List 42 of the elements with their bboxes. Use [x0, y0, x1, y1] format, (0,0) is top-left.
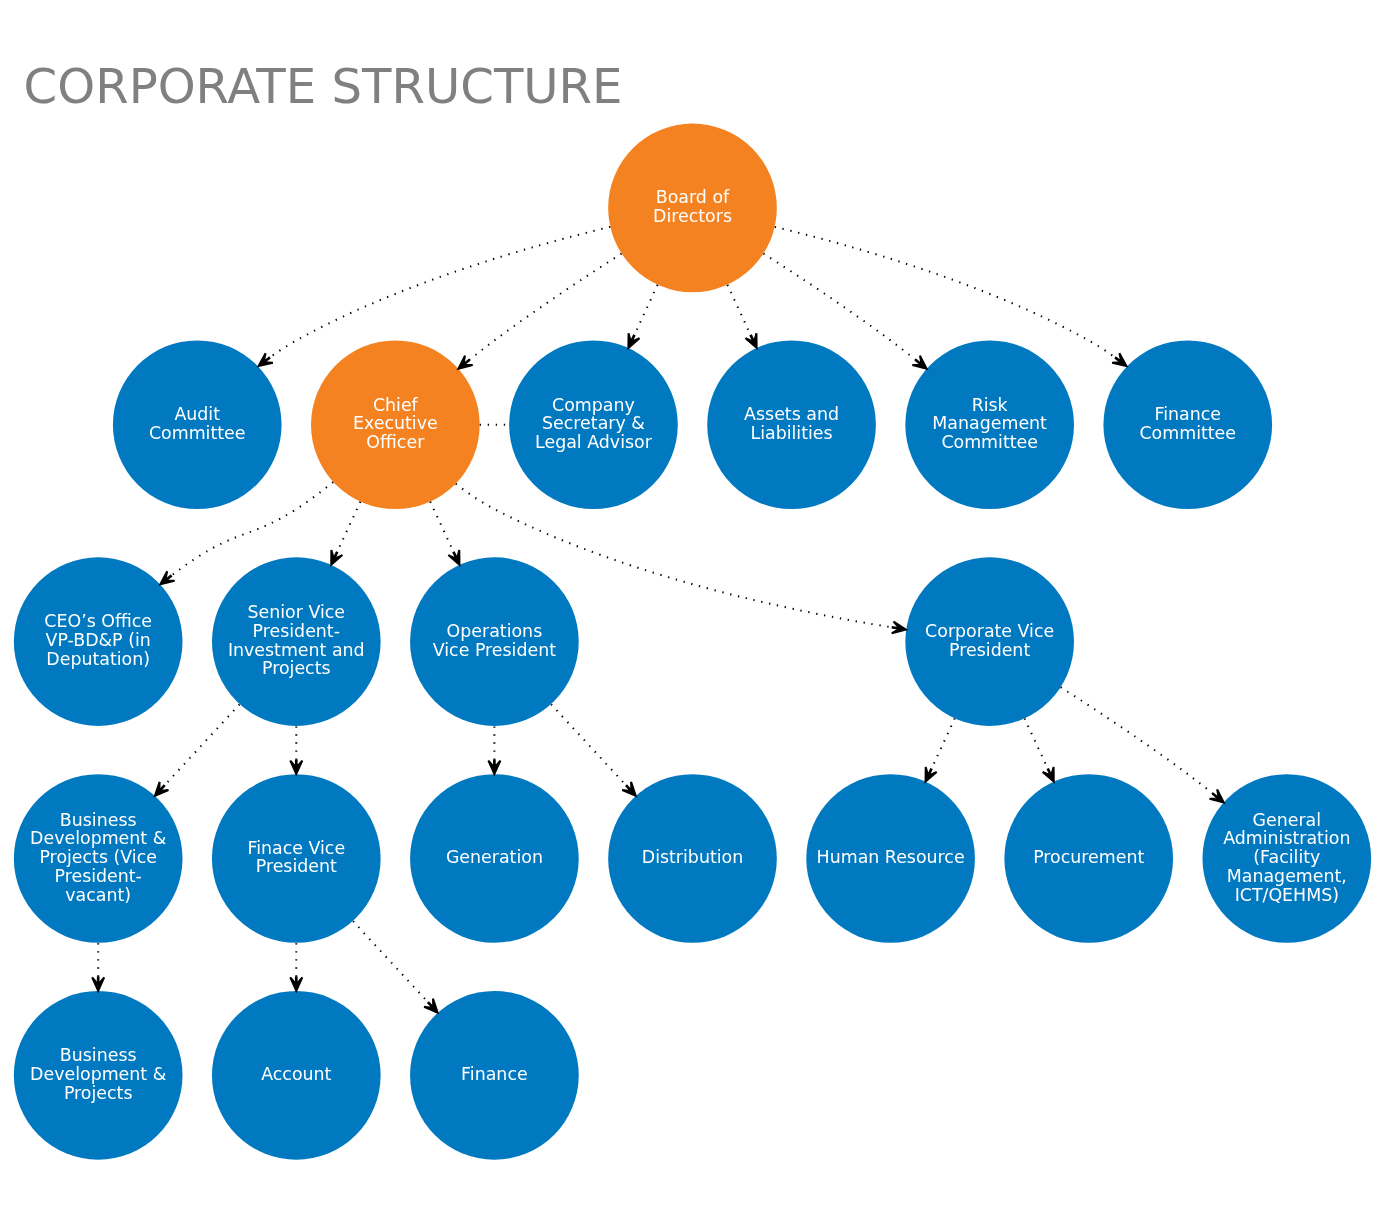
node-circle: Senior Vice President- Investment and Projects	[211, 556, 381, 726]
arrow	[352, 920, 439, 1014]
node-circle: Audit Committee	[112, 339, 282, 509]
arrow	[457, 252, 623, 370]
node-circle: Generation	[410, 773, 579, 943]
arrow	[774, 225, 1128, 367]
node-circle: Operations Vice President	[410, 556, 579, 726]
node-circle: General Administration (Facility Management, ICT/QEHMS)	[1202, 773, 1372, 943]
node-circle: Chief Executive Officer	[311, 339, 480, 509]
arrow	[455, 482, 907, 634]
arrow	[550, 703, 637, 797]
arrow	[429, 500, 461, 566]
node-circle: Board of Directors	[608, 123, 777, 292]
node-circle: Corporate Vice President	[905, 556, 1074, 726]
arrow	[726, 283, 758, 349]
node-circle: CEO’s Office VP-BD&P (in Deputation)	[13, 556, 183, 726]
node-circle: Business Development & Projects (Vice President- vacant)	[13, 773, 183, 943]
arrow	[924, 717, 956, 783]
arrow	[1023, 717, 1055, 783]
node-circle: Finance	[410, 990, 579, 1160]
node-circle: Assets and Liabilities	[707, 339, 876, 509]
node-circle: Account	[211, 990, 381, 1160]
arrow	[762, 252, 928, 370]
node-circle: Risk Management Committee	[905, 339, 1074, 509]
arrow	[289, 725, 304, 775]
arrow	[153, 703, 241, 797]
arrow	[159, 480, 334, 585]
node-circle: Human Resource	[806, 773, 975, 943]
arrow	[91, 942, 106, 992]
arrow	[487, 725, 502, 775]
node-circle: Procurement	[1004, 773, 1174, 943]
node-circle: Finance Committee	[1103, 339, 1273, 509]
arrow	[289, 942, 304, 992]
arrow	[1060, 685, 1225, 803]
diagram-title: CORPORATE STRUCTURE	[23, 57, 623, 114]
node-circle: Company Secretary & Legal Advisor	[509, 339, 678, 509]
node-circle: Finace Vice President	[211, 773, 381, 943]
arrow	[330, 500, 362, 566]
node-circle: Distribution	[608, 773, 777, 943]
node-circle: Business Development & Projects	[13, 990, 183, 1160]
arrow	[257, 225, 611, 367]
arrow	[627, 283, 659, 349]
